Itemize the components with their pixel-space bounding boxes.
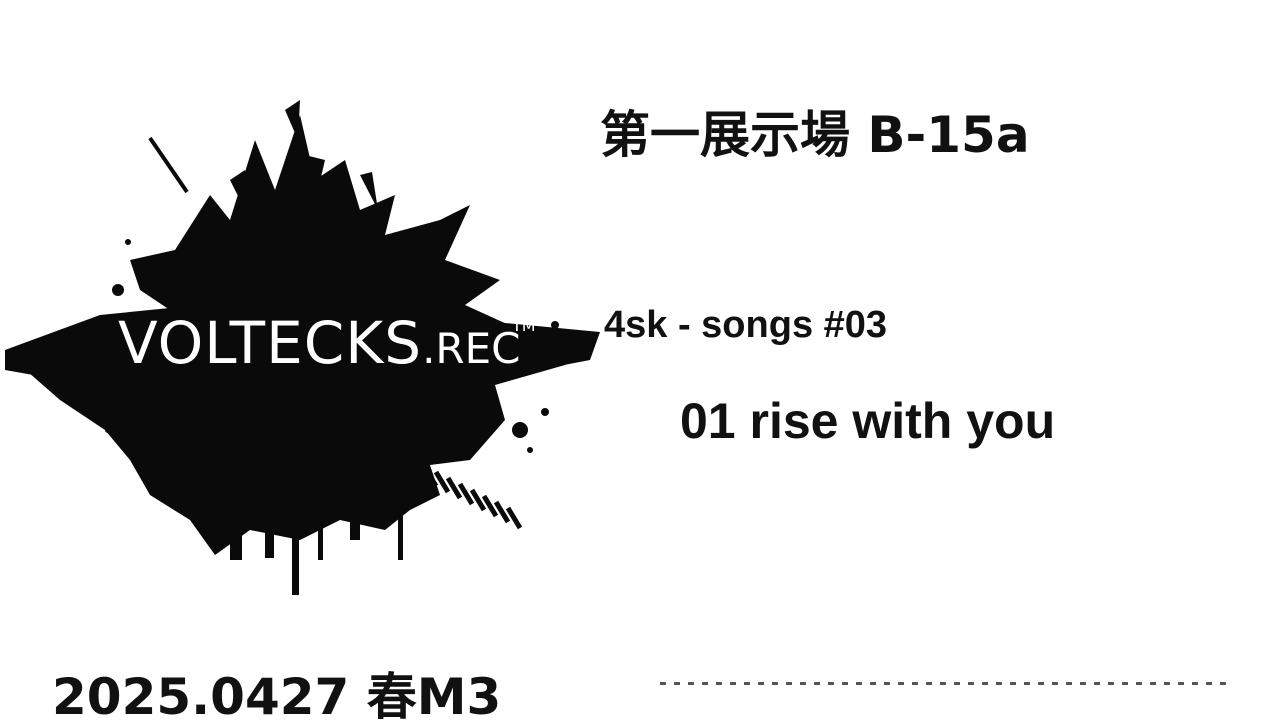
ink-splatter-graphic [5,100,600,595]
brand-main: VOLTECKS [118,309,423,377]
brand-suffix: .REC [422,324,521,373]
booth-location: 第一展示場 B-15a [600,106,1030,164]
dotted-line-divider [660,682,1228,685]
album-title: 4sk - songs #03 [604,304,888,346]
event-date: 2025.0427 春M3 [52,668,502,726]
track-title: 01 rise with you [680,393,1056,449]
brand-logo-text: VOLTECKS.REC [118,314,520,372]
trademark-mark: TM [512,316,536,335]
voltecks-rec-logo [0,100,620,610]
